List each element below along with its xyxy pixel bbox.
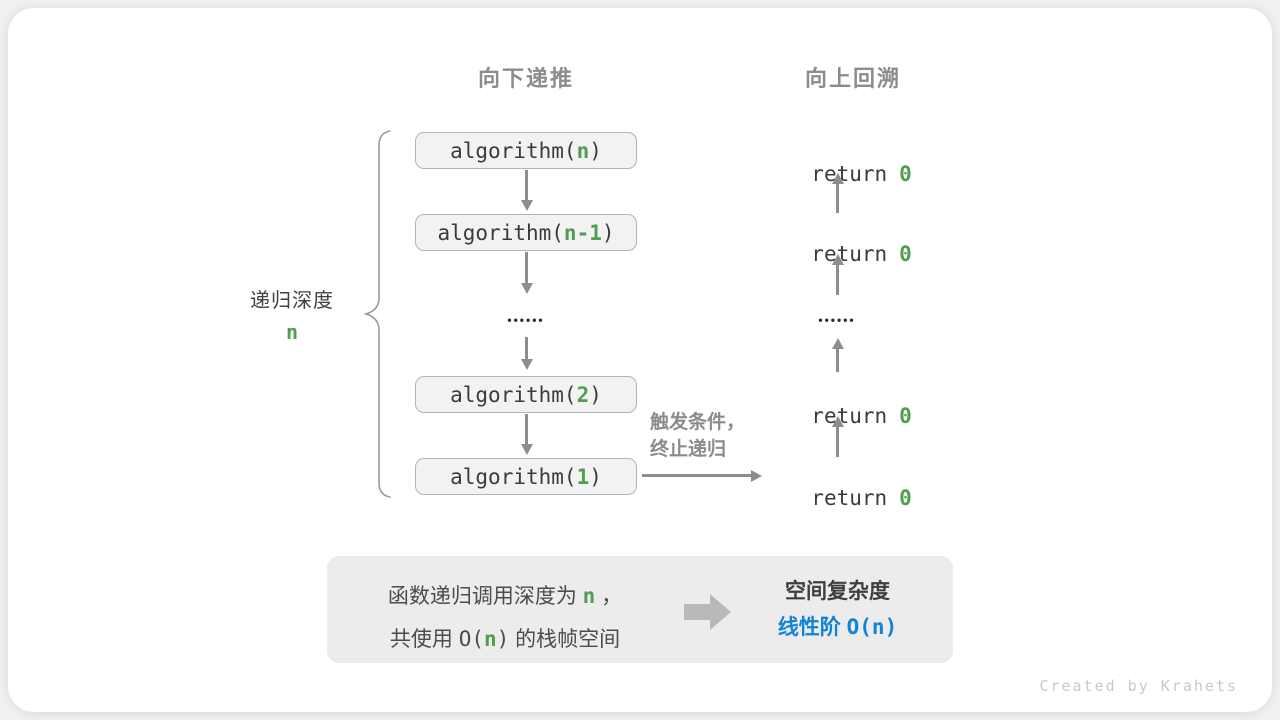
- recursion-depth-label: 递归深度: [250, 290, 334, 312]
- curly-brace: [363, 130, 391, 498]
- return-value: 0: [899, 404, 912, 428]
- down-arrow: [520, 414, 533, 455]
- ellipsis-right: ••••••: [818, 313, 856, 327]
- summary-left-text: 函数递归调用深度为 n ， 共使用 O(n) 的栈帧空间: [345, 575, 665, 661]
- return-row: return 0: [786, 218, 912, 266]
- return-row: return 0: [786, 138, 912, 186]
- return-keyword: return: [811, 404, 888, 428]
- header-upward-backtracking: 向上回溯: [804, 66, 901, 91]
- space-complexity-result: 线性阶 O(n): [740, 608, 935, 647]
- right-arrow: [642, 469, 762, 482]
- return-value: 0: [899, 486, 912, 510]
- big-o-notation: ): [496, 627, 510, 651]
- summary-line2: 共使用 O(n) 的栈帧空间: [345, 618, 665, 661]
- summary-line1: 函数递归调用深度为 n ，: [345, 575, 665, 618]
- up-arrow: [831, 173, 844, 213]
- big-o-notation: O(: [458, 627, 484, 651]
- summary-var-n: n: [483, 627, 497, 651]
- result-big-o: O(n): [847, 615, 898, 639]
- result-text: 线性阶: [777, 616, 847, 639]
- summary-text: ，: [595, 585, 623, 608]
- call-box-arg: n: [576, 138, 590, 163]
- call-box-text: algorithm(: [437, 220, 564, 245]
- result-big-o-close: ): [884, 615, 898, 639]
- return-keyword: return: [811, 162, 888, 186]
- call-box-algorithm-n: algorithm(n): [415, 132, 637, 169]
- call-box-arg: 2: [576, 382, 590, 407]
- down-arrow: [520, 170, 533, 211]
- header-downward-recursion: 向下递推: [477, 66, 574, 91]
- trigger-note-line2: 终止递归: [650, 439, 727, 460]
- result-big-o-open: O(: [846, 615, 872, 639]
- down-arrow: [520, 337, 533, 370]
- up-arrow: [831, 254, 844, 295]
- summary-right-text: 空间复杂度 线性阶 O(n): [740, 576, 935, 647]
- trigger-note-line1: 触发条件，: [650, 412, 746, 433]
- ellipsis-left: ••••••: [507, 313, 545, 327]
- summary-text: 共使用: [389, 628, 459, 651]
- return-row: return 0: [786, 462, 912, 510]
- summary-panel: [327, 556, 953, 663]
- recursion-depth-value: n: [285, 320, 299, 344]
- call-box-text: ): [589, 138, 602, 163]
- call-box-algorithm-2: algorithm(2): [415, 376, 637, 413]
- return-value: 0: [899, 162, 912, 186]
- call-box-text: algorithm(: [450, 138, 577, 163]
- down-arrow: [520, 252, 533, 294]
- call-box-arg: 1: [576, 464, 590, 489]
- summary-text: 的栈帧空间: [509, 628, 621, 651]
- call-box-text: algorithm(: [450, 382, 577, 407]
- credit-text: Created by Krahets: [1039, 677, 1238, 695]
- block-right-arrow-icon: [684, 594, 731, 630]
- return-row: return 0: [786, 380, 912, 428]
- return-keyword: return: [811, 242, 888, 266]
- result-var-n: n: [871, 615, 885, 639]
- call-box-algorithm-n-1: algorithm(n-1): [415, 214, 637, 251]
- return-value: 0: [899, 242, 912, 266]
- call-box-text: algorithm(: [450, 464, 577, 489]
- call-box-text: ): [589, 464, 602, 489]
- space-complexity-title: 空间复杂度: [785, 580, 890, 603]
- trigger-note: 触发条件， 终止递归: [650, 409, 745, 463]
- call-box-text: ): [601, 220, 615, 245]
- up-arrow: [831, 416, 844, 457]
- call-box-arg: n-1: [563, 220, 602, 245]
- call-box-algorithm-1: algorithm(1): [415, 458, 637, 495]
- summary-text: 函数递归调用深度为: [387, 585, 583, 608]
- summary-var-n: n: [582, 584, 596, 608]
- up-arrow: [831, 338, 844, 372]
- call-box-text: ): [589, 382, 602, 407]
- return-keyword: return: [811, 486, 888, 510]
